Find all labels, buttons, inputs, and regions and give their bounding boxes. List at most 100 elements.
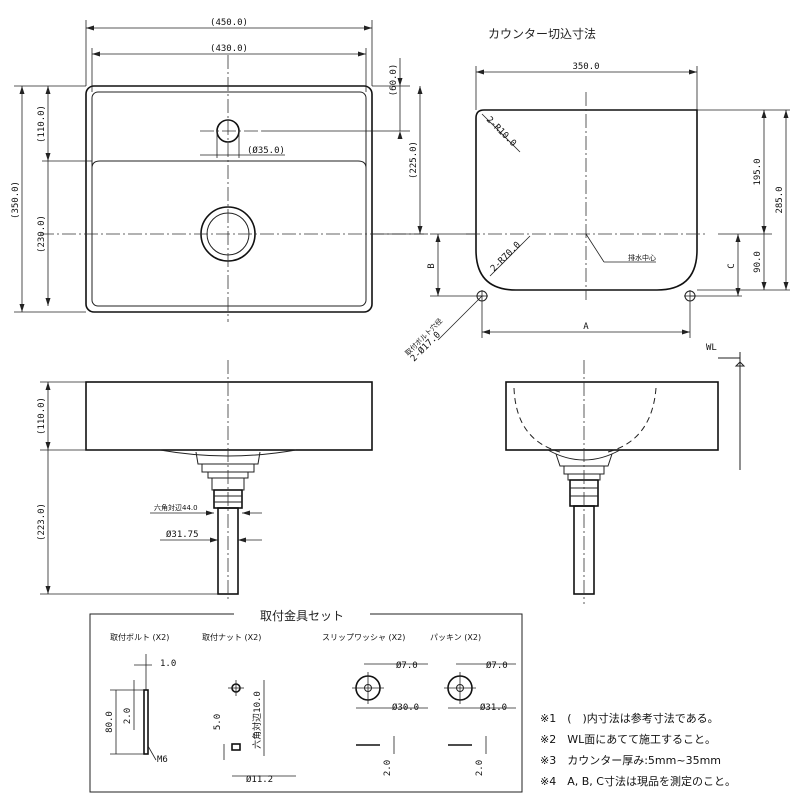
dim-faucet-offset: (60.0) — [389, 64, 399, 97]
dim-r10: 2-R10.0 — [484, 115, 518, 149]
arrow-head — [476, 69, 484, 75]
cutout-title: カウンター切込寸法 — [488, 27, 596, 41]
arrow-head — [45, 153, 51, 161]
cutout-view: カウンター切込寸法 350.0 2-R10.0 2-R70.0 排水中心 195… — [403, 27, 790, 364]
arrow-head — [417, 226, 423, 234]
arrow-head — [45, 382, 51, 390]
arrow-head — [19, 86, 25, 94]
arrow-head — [435, 234, 441, 242]
basin-rim-outline — [91, 91, 367, 307]
bowl-hidden-left — [513, 387, 561, 453]
dim-right-225: (225.0) — [409, 141, 419, 179]
bolt-shaft — [143, 689, 149, 755]
arrow-head — [210, 537, 218, 543]
arrow-head — [761, 282, 767, 290]
bowl-edge-line — [91, 160, 367, 169]
arrow-head — [435, 288, 441, 296]
side-view: WL — [505, 343, 746, 604]
basin-outer-outline — [85, 85, 373, 313]
arrow-head — [358, 51, 366, 57]
nut-dia: Ø11.2 — [246, 774, 273, 785]
packing-outer-dim: Ø31.0 — [480, 702, 507, 713]
basin-body-side — [505, 381, 719, 451]
bolt-dim-80: 80.0 — [105, 711, 115, 733]
washer-label: スリップワッシャ (X2) — [322, 633, 405, 642]
arrow-head — [783, 110, 789, 118]
arrow-head — [482, 329, 490, 335]
cutout-outline — [475, 109, 698, 291]
note-1: ※1 ( )内寸法は参考寸法である。 — [540, 711, 719, 725]
arrow-head — [45, 586, 51, 594]
dim-left-110: (110.0) — [37, 105, 47, 143]
arrow-head — [682, 329, 690, 335]
hardware-set: 取付金具セット 取付ボルト (X2) 取付ナット (X2) スリップワッシャ (… — [89, 604, 523, 793]
arrow-head — [45, 442, 51, 450]
hardware-title-bg — [234, 604, 370, 624]
wl-marker — [734, 361, 746, 367]
leader-bolt-hole — [437, 295, 483, 341]
top-view: (450.0) (430.0) (60.0) (225.0) (Ø35.0) ( — [11, 18, 428, 322]
leader-m6 — [147, 745, 157, 761]
dim-width-outer: (450.0) — [210, 18, 248, 28]
label-c: C — [727, 263, 737, 268]
arrow-head — [689, 69, 697, 75]
leader-r10 — [481, 113, 521, 153]
arrow-head — [761, 226, 767, 234]
arrow-head — [238, 537, 246, 543]
arrow-head — [19, 304, 25, 312]
nut-side-view — [231, 743, 241, 751]
packing-label: パッキン (X2) — [430, 633, 481, 642]
bolt-label: 取付ボルト (X2) — [110, 632, 169, 642]
hardware-title: 取付金具セット — [260, 608, 344, 623]
note-3: ※3 カウンター厚み:5mm~35mm — [540, 754, 721, 767]
note-4: ※4 A, B, C寸法は現品を測定のこと。 — [540, 774, 736, 788]
bolt-dim-1-text: 1.0 — [160, 659, 176, 669]
wl-label: WL — [706, 343, 717, 353]
dim-front-110: (110.0) — [37, 397, 47, 435]
note-2: ※2 WL面にあてて施工すること。 — [540, 733, 716, 746]
nut-dim-5: 5.0 — [213, 714, 223, 730]
arrow-head — [783, 282, 789, 290]
bowl-hidden-right — [607, 387, 657, 453]
label-a: A — [583, 322, 589, 332]
arrow-head — [364, 25, 372, 31]
dim-front-223: (223.0) — [37, 503, 47, 541]
dim-hole: (Ø35.0) — [247, 145, 285, 156]
dim-195: 195.0 — [753, 158, 763, 185]
dim-r70: 2-R70.0 — [489, 240, 523, 274]
arrow-head — [86, 25, 94, 31]
arrow-head — [397, 78, 403, 86]
dim-hex: 六角対辺44.0 — [154, 503, 198, 512]
dim-pipe: Ø31.75 — [166, 529, 199, 540]
basin-body-front — [85, 381, 373, 451]
packing-thk-dim: 2.0 — [475, 760, 485, 776]
washer-inner-dim: Ø7.0 — [396, 660, 418, 671]
dim-left-350: (350.0) — [11, 181, 21, 219]
arrow-head — [397, 131, 403, 139]
arrow-head — [92, 51, 100, 57]
arrow-head — [206, 510, 214, 516]
washer-outer-dim: Ø30.0 — [392, 702, 419, 713]
washer-thk-dim: 2.0 — [383, 760, 393, 776]
bolt-dim-2: 2.0 — [123, 708, 133, 724]
arrow-head — [417, 86, 423, 94]
front-view: (110.0) (223.0) 六角対辺44.0 Ø31.75 — [37, 360, 373, 600]
leader-r70 — [489, 235, 531, 277]
arrow-head — [45, 86, 51, 94]
notes: ※1 ( )内寸法は参考寸法である。 ※2 WL面にあてて施工すること。 ※3 … — [540, 711, 736, 788]
dim-width-inner: (430.0) — [210, 44, 248, 54]
label-b: B — [427, 263, 437, 268]
arrow-head — [45, 298, 51, 306]
dim-285: 285.0 — [775, 186, 785, 213]
arrow-head — [735, 234, 741, 242]
nut-label: 取付ナット (X2) — [202, 632, 261, 642]
leader-drain — [585, 233, 605, 263]
packing-inner-dim: Ø7.0 — [486, 660, 508, 671]
dim-cut-width: 350.0 — [572, 62, 599, 72]
dim-left-230: (230.0) — [37, 215, 47, 253]
arrow-head — [735, 288, 741, 296]
arrow-head — [761, 110, 767, 118]
arrow-head — [242, 510, 250, 516]
dim-90: 90.0 — [753, 251, 763, 273]
